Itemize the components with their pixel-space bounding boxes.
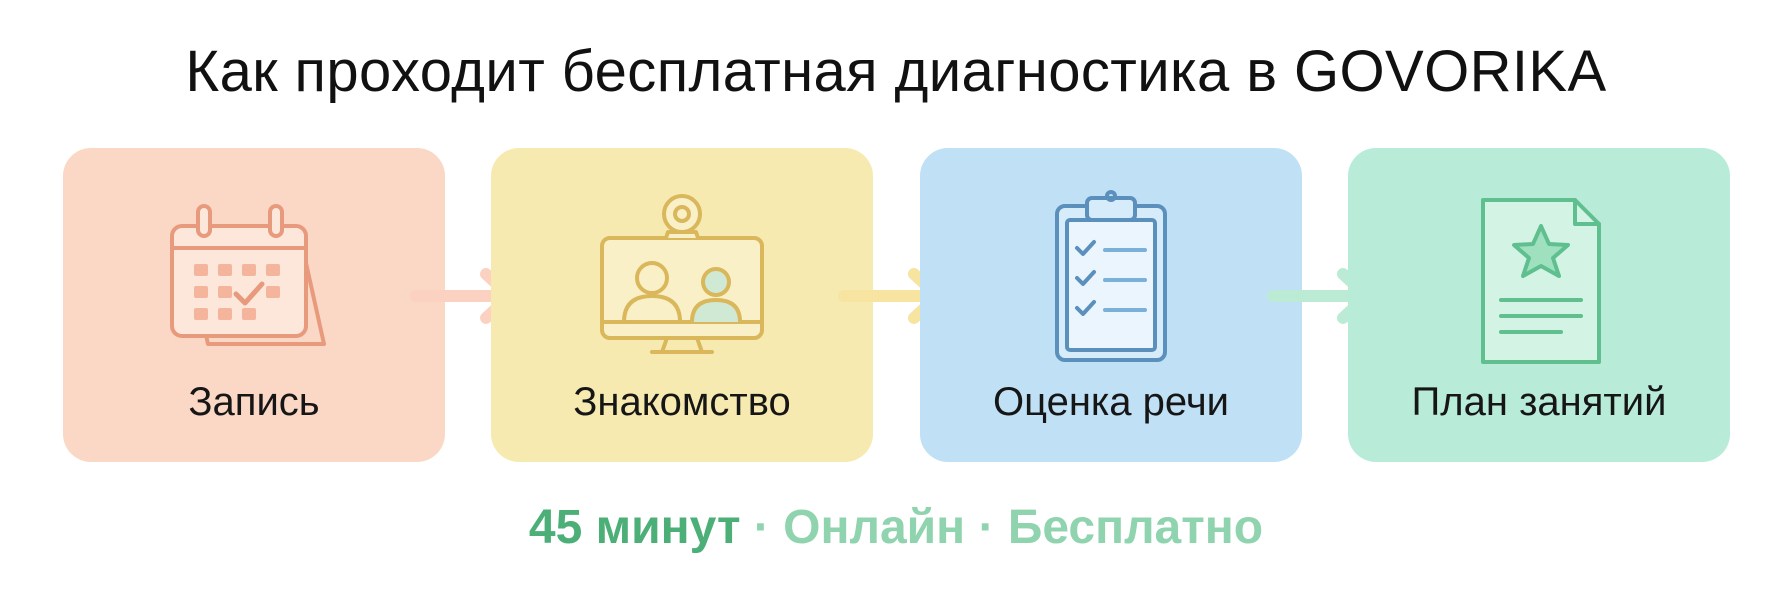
step-label: Запись [188,380,320,424]
summary-line: 45 минут · Онлайн · Бесплатно [0,500,1792,555]
step-card-assessment: Оценка речи [920,148,1302,462]
step-label: Знакомство [573,380,791,424]
price-text: Бесплатно [1007,501,1264,554]
page-title: Как проходит бесплатная диагностика в GO… [185,39,1607,104]
calendar-check-icon [170,204,326,346]
duration-text: 45 минут [528,501,741,554]
separator-dot: · [978,501,995,554]
step-card-meeting: Знакомство [491,148,873,462]
document-star-icon [1481,198,1601,364]
step-card-booking: Запись [63,148,445,462]
format-text: Онлайн [783,501,966,554]
step-label: Оценка речи [993,380,1229,424]
step-label: План занятий [1411,380,1667,424]
step-card-plan: План занятий [1348,148,1730,462]
video-call-monitor-icon [600,194,764,354]
separator-dot: · [753,501,770,554]
clipboard-checklist-icon [1055,190,1167,362]
